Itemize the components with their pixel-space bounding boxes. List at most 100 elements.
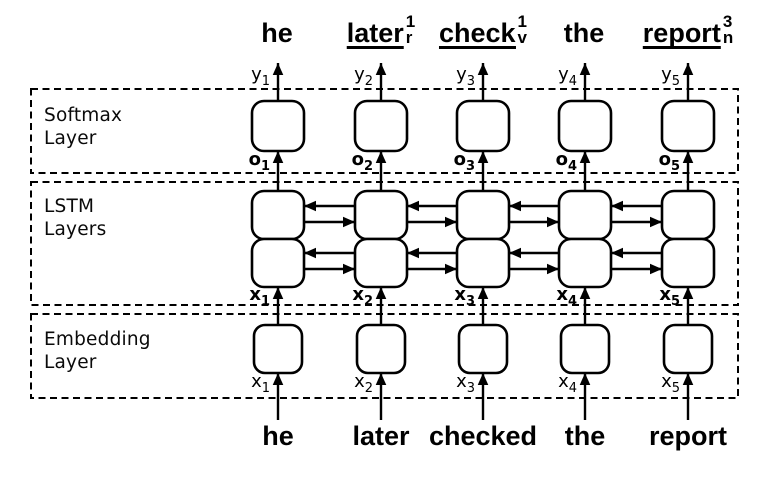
embedding-node-box: [355, 323, 407, 375]
lstm-node-box: [250, 189, 306, 241]
o-label-sub: 2: [363, 159, 373, 174]
embedding-node-box: [457, 323, 509, 375]
x-lstm-label-base: x: [659, 284, 671, 305]
softmax-layer-box: [30, 88, 739, 174]
o-label-base: o: [248, 149, 261, 170]
softmax-node-box: [660, 99, 716, 153]
o-label-sub: 3: [465, 159, 475, 174]
y-label-sub: 4: [568, 74, 577, 89]
lstm-node-box: [557, 189, 613, 241]
lstm-node-box: [557, 237, 613, 289]
o-label: o2: [351, 149, 373, 174]
x-lstm-label-sub: 1: [260, 294, 270, 309]
o-label-base: o: [658, 149, 671, 170]
o-label: o1: [248, 149, 270, 174]
x-lstm-label-sub: 4: [567, 294, 577, 309]
x-embed-label-sub: 2: [364, 381, 373, 396]
embedding-node-box: [559, 323, 611, 375]
x-embed-label-base: x: [558, 371, 569, 392]
o-label-base: o: [555, 149, 568, 170]
lstm-node-box: [250, 237, 306, 289]
x-lstm-label: x1: [249, 284, 270, 309]
y-label: y2: [354, 66, 373, 89]
x-embed-label-base: x: [456, 371, 467, 392]
o-label: o3: [454, 151, 475, 174]
lstm-layer-label-line1: LSTM: [44, 196, 95, 217]
x-embed-label: x2: [354, 371, 373, 396]
x-embed-label-sub: 1: [261, 381, 270, 396]
y-label: y5: [661, 64, 680, 89]
embedding-node-box: [662, 323, 714, 375]
x-embed-label-base: x: [661, 371, 672, 392]
word-superscript: 3: [722, 12, 733, 31]
lstm-node-box: [455, 189, 511, 241]
vertical-arrows: [272, 63, 694, 420]
x-lstm-label-sub: 5: [670, 294, 680, 309]
x-lstm-label-base: x: [249, 284, 261, 305]
x-lstm-label: x4: [556, 284, 577, 309]
lstm-node-box: [353, 189, 409, 241]
input-word: report: [648, 421, 728, 451]
softmax-node-box: [250, 99, 306, 153]
softmax-layer-label-line1: Softmax: [44, 105, 123, 126]
word-superscript: 1: [517, 12, 528, 31]
predicted-word: he: [261, 18, 295, 48]
x-embed-label: x5: [661, 371, 680, 396]
node-boxes: [250, 99, 716, 375]
o-label-sub: 1: [260, 159, 270, 174]
lstm-node-box: [660, 237, 716, 289]
lstm-node-box: [455, 237, 511, 289]
softmax-layer-label-line2: Layer: [44, 128, 97, 149]
predicted-word-text: he: [261, 18, 293, 48]
softmax-node-box: [557, 99, 613, 153]
x-embed-label-base: x: [251, 371, 262, 392]
o-label: o4: [555, 149, 577, 174]
predicted-word: the: [563, 18, 607, 48]
y-label-sub: 1: [261, 74, 270, 89]
y-label-base: y: [456, 64, 467, 85]
lstm-node-box: [353, 237, 409, 289]
x-embed-label-base: x: [354, 371, 365, 392]
input-word: checked: [428, 421, 538, 451]
x-embed-label: x1: [251, 371, 270, 396]
lstm-horizontal-arrows: [304, 200, 662, 275]
x-embed-label-sub: 3: [466, 381, 475, 396]
lstm-layer-box: [30, 181, 739, 306]
softmax-layer-label: Softmax Layer: [44, 104, 122, 150]
y-label-sub: 2: [364, 74, 373, 89]
softmax-node-box: [353, 99, 409, 153]
word-subscript: v: [517, 28, 528, 47]
input-word: he: [262, 421, 294, 451]
x-lstm-label-sub: 2: [363, 294, 373, 309]
x-embed-label-sub: 5: [671, 381, 680, 396]
x-lstm-label: x3: [454, 284, 475, 309]
y-label-base: y: [661, 64, 672, 85]
o-label: o5: [658, 149, 680, 174]
x-lstm-label-base: x: [454, 284, 466, 305]
word-superscript: 1: [405, 12, 416, 31]
o-label-sub: 4: [567, 159, 577, 174]
o-label-sub: 5: [670, 159, 680, 174]
softmax-node-box: [455, 99, 511, 153]
x-lstm-label-base: x: [556, 284, 568, 305]
x-embed-label: x3: [456, 371, 475, 396]
input-word: the: [564, 421, 606, 451]
o-label-base: o: [351, 149, 364, 170]
predicted-word-text: the: [563, 18, 605, 48]
input-word: later: [352, 421, 410, 451]
embedding-layer-box: [30, 313, 739, 399]
x-lstm-label-sub: 3: [465, 294, 475, 309]
y-label: y1: [251, 64, 270, 89]
y-label-base: y: [251, 64, 262, 85]
embedding-layer-label: Embedding Layer: [44, 328, 151, 374]
predicted-word-text: report: [642, 18, 721, 49]
y-label: y3: [456, 64, 475, 89]
y-label: y4: [558, 66, 577, 89]
embedding-layer-label-line2: Layer: [44, 352, 97, 373]
x-lstm-label: x5: [659, 284, 680, 309]
